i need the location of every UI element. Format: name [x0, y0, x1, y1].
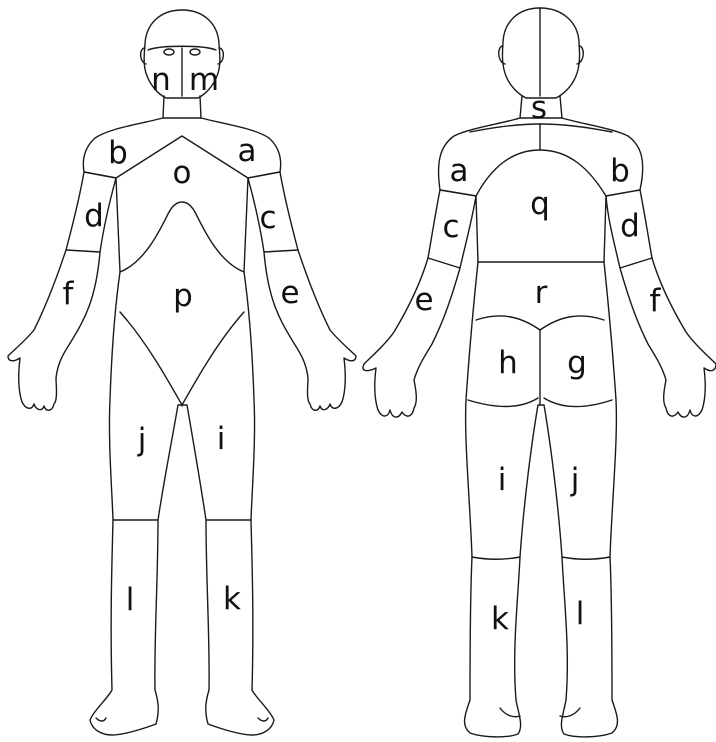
back-label-b: b — [610, 153, 630, 189]
front-torso[interactable] — [83, 118, 280, 735]
front-label-m: m — [189, 62, 219, 98]
front-label-d: d — [84, 198, 104, 234]
back-label-q: q — [530, 186, 550, 222]
back-label-l: l — [576, 596, 585, 632]
front-figure — [8, 10, 356, 735]
front-label-p: p — [173, 278, 193, 314]
front-label-o: o — [173, 155, 192, 191]
front-label-n: n — [151, 62, 171, 98]
front-label-c: c — [259, 200, 276, 236]
front-label-e: e — [280, 275, 299, 311]
back-label-a: a — [450, 153, 469, 189]
front-label-l: l — [126, 582, 135, 618]
back-label-g: g — [567, 345, 587, 381]
front-label-j: j — [137, 422, 147, 458]
back-label-s: s — [531, 90, 547, 126]
front-label-k: k — [223, 581, 241, 617]
back-label-k: k — [491, 601, 509, 637]
front-label-i: i — [217, 421, 226, 457]
back-label-c: c — [442, 209, 459, 245]
front-label-b: b — [108, 135, 128, 171]
back-label-e: e — [414, 282, 433, 318]
back-label-d: d — [620, 208, 640, 244]
back-label-i: i — [498, 462, 507, 498]
front-label-a: a — [238, 133, 257, 169]
back-label-f: f — [650, 283, 662, 319]
back-label-j: j — [570, 462, 580, 498]
back-head[interactable] — [502, 8, 579, 98]
front-label-f: f — [63, 276, 75, 312]
back-label-h: h — [498, 345, 518, 381]
back-label-r: r — [535, 275, 548, 311]
